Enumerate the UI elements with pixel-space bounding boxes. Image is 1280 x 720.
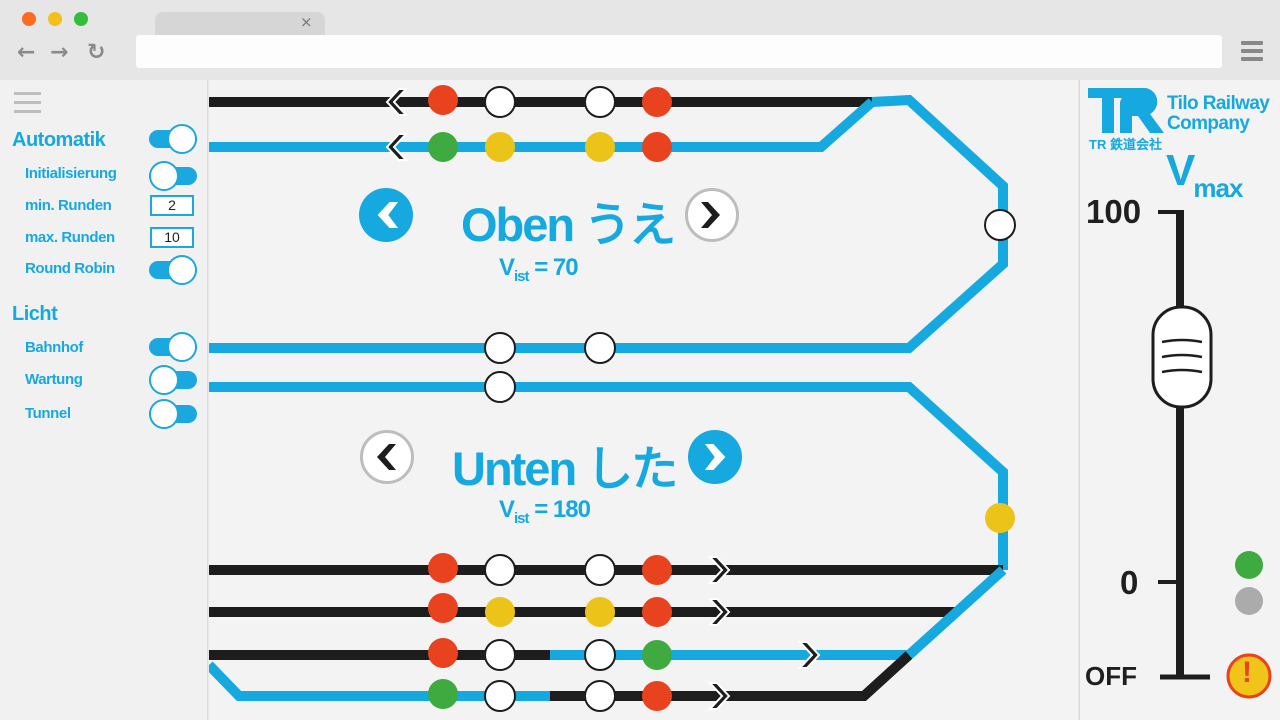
signal-red	[642, 681, 672, 711]
max-runden-input[interactable]: 10	[150, 227, 194, 248]
label-max-runden: max. Runden	[25, 229, 115, 246]
tab-close-icon[interactable]: ×	[300, 13, 313, 31]
chevron-left-icon	[385, 88, 409, 116]
address-bar[interactable]	[136, 35, 1222, 68]
signal-white	[484, 639, 516, 671]
back-icon[interactable]: ←	[17, 40, 36, 65]
chevron-right-icon	[707, 556, 731, 584]
signal-red	[642, 555, 672, 585]
sidebar: Automatik Initialisierung min. Runden 2 …	[0, 80, 208, 720]
scale-zero-label: 0	[1120, 564, 1139, 601]
speed-panel: Tilo Railway Company TR 鉄道会社 Vmax 100 0 …	[1079, 80, 1280, 720]
status-light-grey	[1235, 587, 1263, 615]
signal-red	[428, 638, 458, 668]
label-round-robin: Round Robin	[25, 260, 115, 277]
browser-chrome: × ← → ↻	[0, 0, 1280, 80]
company-logo-icon	[1088, 88, 1164, 133]
track-unten-diag	[905, 566, 1007, 659]
warning-glyph[interactable]: !	[1242, 656, 1252, 689]
signal-white	[584, 332, 616, 364]
min-runden-input[interactable]: 2	[150, 195, 194, 216]
label-min-runden: min. Runden	[25, 197, 112, 214]
signal-red	[428, 593, 458, 623]
chevron-right-icon	[705, 444, 726, 470]
speed-slider-graphic	[1151, 210, 1272, 699]
track-oben-2	[209, 98, 876, 152]
chevron-left-icon	[385, 133, 409, 161]
unten-title: Unten した	[452, 442, 678, 495]
section-licht: Licht	[12, 303, 58, 325]
window-minimize-button[interactable]	[48, 12, 62, 26]
speed-slider-handle[interactable]	[1151, 305, 1213, 409]
scale-off-label: OFF	[1085, 661, 1137, 691]
signal-white	[584, 680, 616, 712]
oben-prev-button[interactable]	[359, 188, 413, 242]
toggle-tunnel[interactable]	[149, 399, 197, 429]
signal-white	[484, 332, 516, 364]
chevron-right-icon	[797, 641, 821, 669]
signal-white	[584, 86, 616, 118]
chevron-right-icon	[707, 682, 731, 710]
signal-yellow	[485, 132, 515, 162]
window-close-button[interactable]	[22, 12, 36, 26]
label-bahnhof: Bahnhof	[25, 339, 84, 356]
signal-red	[642, 132, 672, 162]
warning-icon	[1226, 653, 1272, 699]
scale-max-label: 100	[1086, 193, 1142, 230]
section-automatik: Automatik	[12, 129, 106, 151]
signal-red	[642, 597, 672, 627]
signal-yellow	[585, 132, 615, 162]
company-name: Tilo Railway Company	[1167, 93, 1270, 134]
signal-green	[428, 132, 458, 162]
toggle-initialisierung[interactable]	[149, 161, 197, 191]
signal-green	[642, 640, 672, 670]
signal-white	[484, 86, 516, 118]
oben-next-button[interactable]	[685, 188, 739, 242]
chevron-left-icon	[377, 202, 398, 228]
window-maximize-button[interactable]	[74, 12, 88, 26]
chevron-left-icon	[377, 444, 396, 470]
signal-green	[428, 679, 458, 709]
signal-white	[984, 209, 1016, 241]
oben-title: Oben うえ	[461, 198, 676, 251]
toggle-bahnhof[interactable]	[149, 332, 197, 362]
signal-yellow	[485, 597, 515, 627]
signal-white	[584, 639, 616, 671]
status-light-green	[1235, 551, 1263, 579]
signal-white	[484, 680, 516, 712]
chevron-right-icon	[707, 598, 731, 626]
reload-icon[interactable]: ↻	[87, 40, 106, 65]
signal-yellow	[985, 503, 1015, 533]
track-layout: Oben うえ Vist = 70 Unten した Vist = 180	[209, 80, 1078, 720]
label-wartung: Wartung	[25, 371, 83, 388]
signal-white	[584, 554, 616, 586]
signal-white	[484, 554, 516, 586]
unten-prev-button[interactable]	[360, 430, 414, 484]
signal-red	[642, 87, 672, 117]
oben-vist: Vist = 70	[499, 254, 579, 285]
label-tunnel: Tunnel	[25, 405, 71, 422]
track-diagram	[209, 85, 1016, 712]
signal-white	[484, 371, 516, 403]
toggle-round-robin[interactable]	[149, 255, 197, 285]
hamburger-menu-icon[interactable]	[14, 92, 41, 119]
unten-vist: Vist = 180	[499, 496, 591, 527]
toggle-wartung[interactable]	[149, 365, 197, 395]
browser-tab[interactable]	[155, 12, 325, 36]
unten-next-button[interactable]	[688, 430, 742, 484]
toggle-automatik[interactable]	[149, 124, 197, 154]
vmax-label: Vmax	[1166, 146, 1243, 203]
signal-red	[428, 553, 458, 583]
company-subtitle: TR 鉄道会社	[1089, 137, 1162, 152]
signal-yellow	[585, 597, 615, 627]
browser-menu-icon[interactable]	[1241, 41, 1263, 65]
signal-red	[428, 85, 458, 115]
chevron-right-icon	[701, 202, 720, 228]
forward-icon[interactable]: →	[50, 40, 69, 65]
label-initialisierung: Initialisierung	[25, 165, 117, 182]
